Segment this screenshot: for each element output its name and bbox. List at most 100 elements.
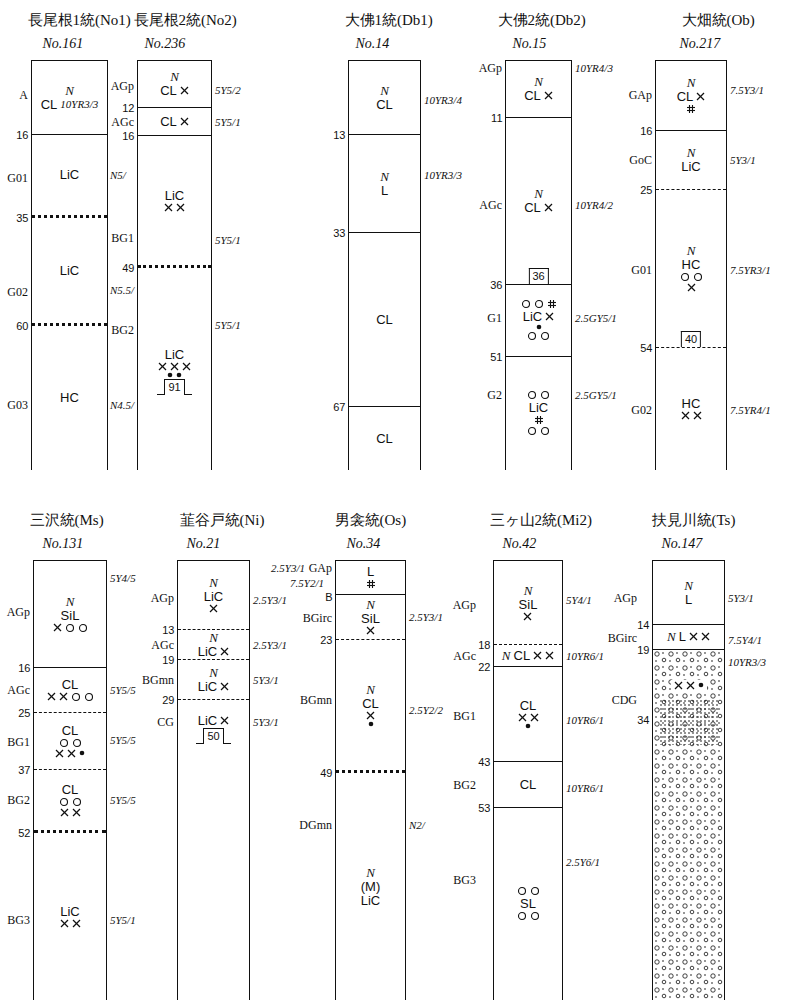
series-title: 長尾根1統(No1) <box>28 13 131 28</box>
horizon-row: SiL <box>361 612 380 625</box>
horizon-band: CDG10YR3/3 <box>653 650 724 1000</box>
horizon-row: N <box>170 70 179 83</box>
texture-class: LiC <box>361 894 381 907</box>
munsell-colour: 10YR3/3 <box>60 99 98 110</box>
sample-bracket: 91 <box>157 379 191 395</box>
texture-class: SiL <box>61 609 80 622</box>
horizon-row <box>686 104 696 114</box>
concretion-dot <box>176 372 182 378</box>
mottle-cross <box>530 713 539 722</box>
horizon-name: BGirc <box>303 612 332 624</box>
depth-label: 22 <box>478 662 490 673</box>
horizon-row <box>523 612 532 621</box>
horizon-band: NCLAGc10YR6/1 <box>494 645 562 667</box>
mottle-cross <box>220 682 229 691</box>
munsell-colour: 2.5GY5/1 <box>575 389 617 400</box>
profile-number: No.131 <box>43 537 84 551</box>
mottle-cross <box>55 749 64 758</box>
depth-label: 13 <box>162 625 174 636</box>
depth-label: 52 <box>18 828 30 839</box>
gley-mark: N <box>209 576 218 589</box>
munsell-colour: 2.5Y3/1 <box>409 611 443 622</box>
horizon-content: NCL <box>160 70 189 97</box>
horizon-band: LiCG22.5GY5/1 <box>506 357 571 470</box>
mottle-cross <box>170 362 179 371</box>
gravel-circle <box>71 692 81 702</box>
horizon-band: LiCBG35Y5/1 <box>34 833 106 1000</box>
mottle-cross <box>689 632 698 641</box>
gravel-circle <box>78 623 88 633</box>
gravel-circle <box>527 331 537 341</box>
horizon-content: N(M)LiC <box>361 866 381 907</box>
texture-class: HC <box>60 391 79 404</box>
horizon-content: CL <box>376 432 393 445</box>
horizon-band: LiC91BG25Y5/1 <box>138 268 211 470</box>
horizon-band: LiCBG15Y5/1 <box>138 136 211 268</box>
series-title: 大佛1統(Db1) <box>345 13 433 28</box>
texture-class: HC <box>682 258 701 271</box>
horizon-row: CL <box>62 724 79 737</box>
mottle-cross <box>545 651 554 660</box>
horizon-name: BG2 <box>7 794 30 806</box>
depth-label: 33 <box>333 228 345 239</box>
horizon-row <box>671 680 707 691</box>
horizon-band: N(M)LiCDGmnN2/ <box>336 773 405 1000</box>
gravel-circle <box>680 272 690 282</box>
texture-class: LiC <box>681 160 701 173</box>
horizon-band: NSiLAGp5Y4/5 <box>34 561 106 668</box>
gravel-circle <box>517 911 527 921</box>
depth-label: 34 <box>637 715 649 726</box>
horizon-row: N <box>687 244 696 257</box>
depth-label: 16 <box>122 131 134 142</box>
horizon-row <box>527 331 550 341</box>
horizon-band: NLiCBGmn5Y3/1 <box>178 660 249 700</box>
munsell-colour: N4.5/ <box>110 399 134 410</box>
mottle-cross <box>60 919 69 928</box>
mottle-cross <box>687 283 696 292</box>
mottle-cross <box>60 808 69 817</box>
mottle-cross <box>59 692 68 701</box>
mottle-cross <box>158 362 167 371</box>
horizon-name: AGc <box>453 650 476 662</box>
horizon-content: NLiC <box>681 146 701 173</box>
horizon-content: CL <box>518 699 539 729</box>
soil-column: 扶見川統(Ts)No.147NLAGp5Y3/1NLBGirc7.5Y4/1CD… <box>652 560 725 1000</box>
mottle-cross <box>523 612 532 621</box>
horizon-content: CL <box>520 778 537 791</box>
horizon-content: NSiL <box>519 584 538 621</box>
horizon-row <box>368 721 374 727</box>
horizon-row: L <box>381 184 388 197</box>
horizon-row: CL <box>520 778 537 791</box>
horizon-content: NCL <box>362 683 379 727</box>
horizon-name: GAp <box>629 89 652 101</box>
depth-label: 36 <box>490 280 502 291</box>
texture-class: LiC <box>198 714 218 727</box>
horizon-name: BGmn <box>142 674 174 686</box>
series-title: 三沢統(Ms) <box>30 513 104 528</box>
depth-label: 60 <box>16 321 28 332</box>
horizon-row <box>366 626 375 635</box>
horizon-row: L <box>685 593 692 606</box>
texture-class: CL <box>62 783 79 796</box>
munsell-colour: 5Y5/1 <box>215 319 241 330</box>
horizon-row <box>167 372 182 378</box>
munsell-colour: 10YR3/3 <box>728 656 766 667</box>
texture-class: CL <box>524 89 541 102</box>
concretion-dot <box>167 372 173 378</box>
horizon-name: AGp <box>614 592 637 604</box>
horizon-name: AGc <box>111 116 134 128</box>
horizon-band: CLBG210YR6/1 <box>494 762 562 808</box>
horizon-content: NHC <box>680 244 703 292</box>
horizon-band: HCG027.5YR4/1 <box>656 348 726 470</box>
munsell-colour: 7.5Y3/1 <box>730 84 764 95</box>
gravel-circle <box>540 390 550 400</box>
depth-label: 11 <box>491 113 502 124</box>
mottle-cross <box>220 716 229 725</box>
horizon-row: (M) <box>361 880 381 893</box>
horizon-band: NSiLAGp5Y4/1 <box>494 561 562 645</box>
mottle-cross <box>72 919 81 928</box>
horizon-row <box>209 604 218 613</box>
texture-class: LiC <box>165 348 185 361</box>
mottle-cross <box>176 203 185 212</box>
horizon-band: CLBG110YR6/1 <box>494 667 562 762</box>
